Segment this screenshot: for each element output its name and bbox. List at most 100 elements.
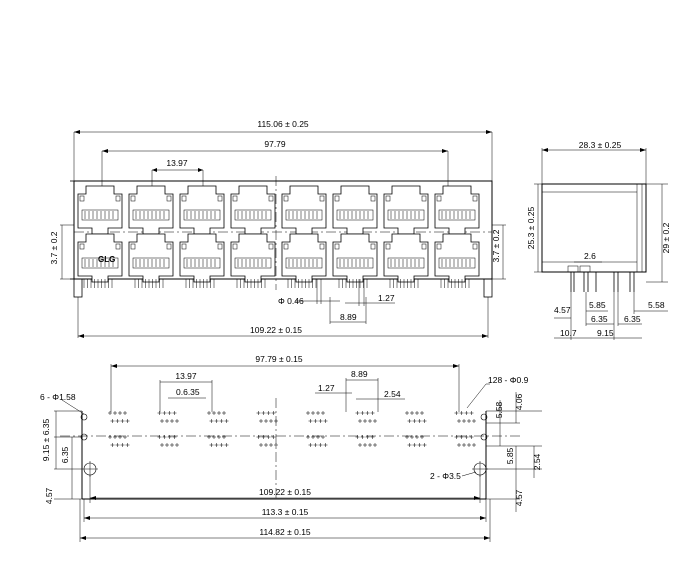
pin-hole <box>358 443 362 447</box>
rj45-port <box>434 185 480 235</box>
pin-hole <box>321 411 325 415</box>
dim-side-107: 10.7 <box>560 328 577 338</box>
pin-hole <box>115 443 120 447</box>
pin-hole <box>266 435 271 439</box>
dim-side-635b: 6.35 <box>624 314 641 324</box>
pin-hole <box>217 435 221 439</box>
pin-hole <box>271 435 276 439</box>
pin-hole <box>321 435 325 439</box>
dim-side-height-body: 29 ± 0.2 <box>661 222 671 253</box>
pin-hole <box>108 435 112 439</box>
pin-hole <box>125 443 130 447</box>
label-pin-holes: 128 - Φ0.9 <box>488 375 529 385</box>
pin-hole <box>459 435 464 439</box>
pin-hole <box>214 443 219 447</box>
pin-hole <box>469 435 474 439</box>
mount-hole <box>480 433 488 441</box>
pin-hole <box>222 435 226 439</box>
rj45-port <box>383 185 429 235</box>
right-post <box>483 278 493 298</box>
dim-pcb-r-585: 5.85 <box>505 447 515 464</box>
brand-mark: GLG <box>98 255 115 264</box>
pin-hole <box>457 443 461 447</box>
pin-hole <box>212 435 216 439</box>
rj45-port <box>281 233 327 283</box>
pin-hole <box>113 435 117 439</box>
pin-hole <box>467 419 471 423</box>
dim-side-635a: 6.35 <box>591 314 608 324</box>
pin-hole <box>363 443 367 447</box>
pin-hole <box>318 443 323 447</box>
pin-hole <box>259 443 263 447</box>
pin-hole <box>269 419 273 423</box>
pin-hole <box>222 411 226 415</box>
dim-pcb-r-558: 5.58 <box>494 401 504 418</box>
dim-side-depth: 28.3 ± 0.25 <box>579 140 622 150</box>
pin-hole <box>311 411 315 415</box>
pin-hole <box>219 443 224 447</box>
dim-pcb-pitch-127: 1.27 <box>318 383 335 393</box>
label-post-holes: 2 - Φ3.5 <box>430 471 461 481</box>
rj45-port <box>332 185 378 235</box>
pin-hole <box>123 411 127 415</box>
pin-hole <box>454 411 459 415</box>
pin-hole <box>363 419 367 423</box>
pin-hole <box>160 419 164 423</box>
pin-hole <box>464 435 469 439</box>
rj45-port <box>128 233 174 283</box>
rj45-port <box>77 233 123 283</box>
front-ports <box>77 185 480 283</box>
dim-height-left: 3.7 ± 0.2 <box>49 231 59 264</box>
pin-hole <box>313 419 318 423</box>
dim-port-pitch: 13.97 <box>166 158 188 168</box>
pin-hole <box>355 435 360 439</box>
pin-hole <box>110 443 115 447</box>
pin-hole <box>264 419 268 423</box>
pin-hole <box>422 443 427 447</box>
pin-hole <box>405 435 409 439</box>
pin-hole <box>167 435 172 439</box>
dim-post-span: 109.22 ± 0.15 <box>250 325 302 335</box>
pin-hole <box>370 411 375 415</box>
pin-hole <box>113 411 117 415</box>
pcb-hole-pattern <box>108 411 476 447</box>
dim-pcb-r-254: 2.54 <box>532 453 542 470</box>
pin-hole <box>108 411 112 415</box>
pin-hole <box>410 411 414 415</box>
pin-hole <box>120 419 125 423</box>
front-pins <box>83 279 470 288</box>
dim-pcb-left-457: 4.57 <box>44 487 54 504</box>
pin-hole <box>472 443 476 447</box>
dim-pin-pitch: 1.27 <box>378 293 395 303</box>
pin-hole <box>306 435 310 439</box>
rj45-port <box>230 233 276 283</box>
dim-pin-offset: 8.89 <box>340 312 357 322</box>
pin-hole <box>420 411 424 415</box>
pin-hole <box>472 419 476 423</box>
left-post <box>73 278 83 298</box>
pin-hole <box>207 435 211 439</box>
pin-hole <box>172 435 177 439</box>
pin-hole <box>120 443 125 447</box>
pin-hole <box>165 443 169 447</box>
pin-hole <box>157 411 162 415</box>
label-mount-holes: 6 - Φ1.58 <box>40 392 76 402</box>
pin-hole <box>165 419 169 423</box>
pin-hole <box>175 419 179 423</box>
pcb-layout: 97.79 ± 0.15 13.97 0.6.35 8.89 1.27 2.54… <box>40 354 542 542</box>
dim-pcb-pitch-254: 2.54 <box>384 389 401 399</box>
pin-hole <box>420 435 424 439</box>
rj45-port <box>128 185 174 235</box>
pin-hole <box>261 411 266 415</box>
rj45-port <box>434 233 480 283</box>
pin-hole <box>457 419 461 423</box>
dim-pcb-span-11482: 114.82 ± 0.15 <box>259 527 311 537</box>
pin-hole <box>373 443 377 447</box>
pin-hole <box>313 443 318 447</box>
pin-hole <box>115 419 120 423</box>
pin-hole <box>454 435 459 439</box>
dim-height-right: 3.7 ± 0.2 <box>491 229 501 262</box>
pin-hole <box>417 443 422 447</box>
dim-pin-diameter: Φ 0.46 <box>278 296 304 306</box>
pin-hole <box>271 411 276 415</box>
